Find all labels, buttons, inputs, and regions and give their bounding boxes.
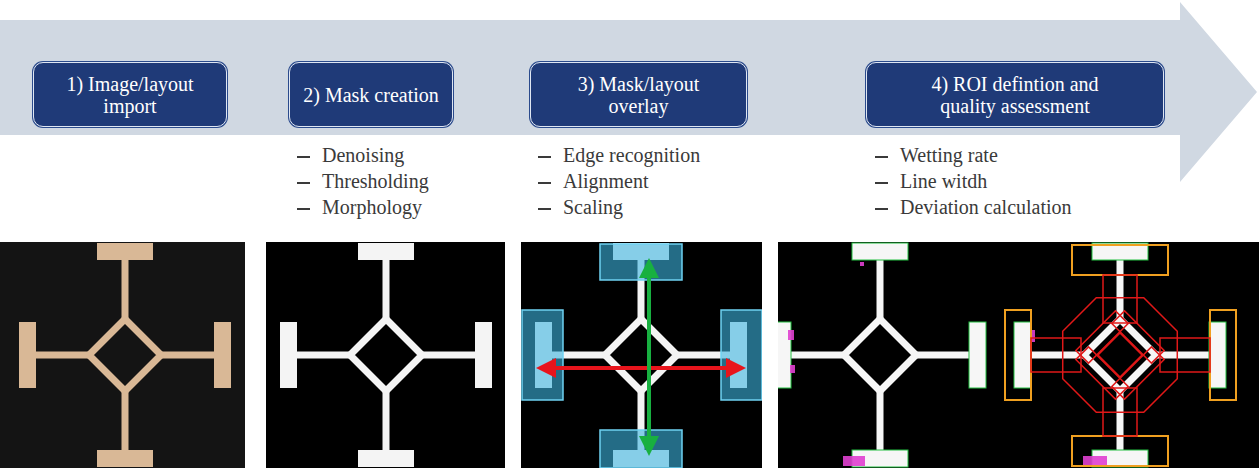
image-panel (521, 242, 762, 468)
height-arrow (647, 262, 651, 452)
defect-mark (1083, 456, 1107, 466)
printed-structure (19, 243, 231, 467)
step-title: 1) Image/layout import (48, 73, 213, 117)
image-panel (0, 242, 245, 468)
process-step-box: 3) Mask/layout overlay (530, 62, 747, 127)
process-step-box: 1) Image/layout import (33, 62, 227, 127)
width-arrow (540, 366, 742, 370)
bullet-dash (538, 182, 551, 184)
bullet-dash (538, 156, 551, 158)
printed-structure (1014, 243, 1226, 467)
step-title: 2) Mask creation (303, 84, 439, 106)
bullet-dash (875, 156, 888, 158)
printed-structure (535, 243, 747, 467)
defect-mark (790, 365, 795, 373)
step-title: 3) Mask/layout overlay (559, 73, 719, 117)
layout-overlay (522, 244, 762, 468)
bullet-item: Morphology (322, 195, 422, 219)
bullet-dash (297, 182, 310, 184)
process-arrow (0, 2, 1257, 182)
bullet-item: Line witdh (900, 169, 987, 193)
bullet-item: Denoising (322, 143, 404, 167)
bullet-item: Edge recognition (563, 143, 700, 167)
bullet-item: Wetting rate (900, 143, 998, 167)
bullet-dash (875, 182, 888, 184)
printed-structure (778, 243, 986, 467)
bullet-dash (297, 156, 310, 158)
bullet-item: Thresholding (322, 169, 429, 193)
bullet-dash (297, 208, 310, 210)
defect-mark (860, 262, 864, 266)
bullet-item: Alignment (563, 169, 649, 193)
bullet-item: Deviation calculation (900, 195, 1072, 219)
roi-overlay (1005, 245, 1236, 466)
process-step-box: 4) ROI defintion and quality assessment (866, 62, 1164, 127)
defect-mark (843, 456, 865, 466)
bullet-item: Scaling (563, 195, 623, 219)
step-title: 4) ROI defintion and quality assessment (908, 73, 1123, 117)
defect-mark (788, 330, 794, 340)
process-step-box: 2) Mask creation (289, 62, 453, 127)
printed-structure (280, 243, 492, 467)
bullet-dash (538, 208, 551, 210)
bullet-dash (875, 208, 888, 210)
image-panel (266, 242, 505, 468)
image-panel (778, 242, 1259, 468)
